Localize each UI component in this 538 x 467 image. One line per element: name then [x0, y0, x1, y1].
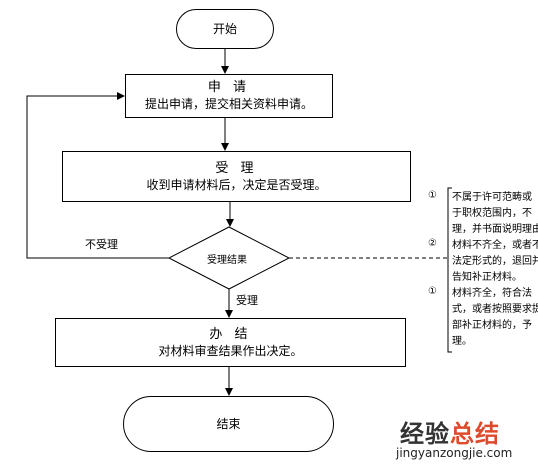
note-line: 理，并书面说明理由	[452, 224, 538, 235]
watermark-url: jingyanzongjie.com	[396, 446, 513, 460]
handle-desc: 对材料审查结果作出决定。	[158, 343, 303, 358]
watermark-cn-main: 经验	[400, 420, 450, 448]
handle-box: 办 结 对材料审查结果作出决定。	[55, 318, 406, 367]
note-line: 材料不齐全，或者不	[452, 240, 538, 251]
watermark-logo: 经验总结	[400, 414, 500, 449]
decision-label: 受理结果	[207, 255, 247, 266]
start-node: 开始	[176, 9, 274, 49]
note-line: 材料齐全，符合法	[452, 288, 532, 299]
note-line: 告知补正材料。	[452, 272, 522, 283]
accept-desc: 收到申请材料后，决定是否受理。	[146, 177, 327, 192]
handle-title: 办 结	[209, 326, 252, 342]
note-line: 部补正材料的，予	[452, 320, 532, 331]
note-line: 于职权范围内，不	[452, 208, 532, 219]
accept-title: 受 理	[215, 160, 258, 176]
end-label: 结束	[216, 417, 241, 431]
notes-text: 不属于许可范畴或 于职权范围内，不 理，并书面说明理由 材料不齐全，或者不 法定…	[452, 190, 538, 350]
apply-desc: 提出申请，提交相关资料申请。	[144, 97, 313, 111]
accept-box: 受 理 收到申请材料后，决定是否受理。	[62, 151, 411, 202]
edge-label-reject: 不受理	[85, 238, 118, 251]
note-line: 式，或者按照要求提	[452, 304, 538, 315]
start-label: 开始	[212, 22, 237, 36]
note-bullet-3: ①	[428, 286, 437, 297]
note-line: 法定形式的，退回并	[452, 256, 538, 267]
edge-reject-loop	[26, 92, 169, 259]
note-bullet-2: ②	[428, 238, 437, 249]
apply-title: 申 请	[207, 80, 251, 95]
note-bullet-1: ①	[428, 190, 437, 201]
note-line: 不属于许可范畴或	[452, 192, 532, 203]
edge-label-accepted: 受理	[236, 294, 258, 307]
apply-box: 申 请 提出申请，提交相关资料申请。	[125, 74, 333, 118]
end-node: 结束	[123, 396, 334, 452]
watermark-cn-accent: 总结	[450, 420, 500, 448]
note-line: 理。	[452, 336, 472, 347]
notes-bracket	[447, 187, 452, 353]
